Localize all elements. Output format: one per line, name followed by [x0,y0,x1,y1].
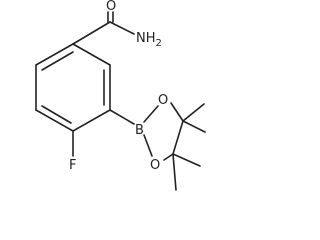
methyl-2 [182,120,206,133]
cc-ring-bond [172,120,184,155]
ring-bond-5 [35,109,74,132]
methyl-4 [172,153,177,191]
methyl-3 [172,153,201,167]
nh2-subscript: 2 [156,38,162,49]
b-o-upper-bond [143,105,159,123]
amide-cn-bond [109,21,135,35]
amide-c-bond [72,21,111,45]
cb-bond [109,109,135,125]
molecule-structure: O NH2 B O O F [35,0,206,191]
atom-o-ring-lower: O [150,158,160,173]
b-o-lower-bond [143,134,153,157]
atom-nh2: NH2 [136,31,162,49]
atom-o-carbonyl: O [106,0,116,14]
ring-double-inner-3 [41,105,72,124]
ring-double-inner-1 [41,51,74,71]
atom-fluorine: F [69,158,76,173]
ring-bond-1 [35,43,74,66]
methyl-1 [182,103,205,122]
ring-bond-2 [72,43,111,66]
atom-o-ring-upper: O [158,93,168,108]
o-c-lower-bond [163,153,174,161]
atom-boron: B [135,123,144,138]
o-c-upper-bond [170,102,184,122]
ring-bond-4 [72,109,111,132]
